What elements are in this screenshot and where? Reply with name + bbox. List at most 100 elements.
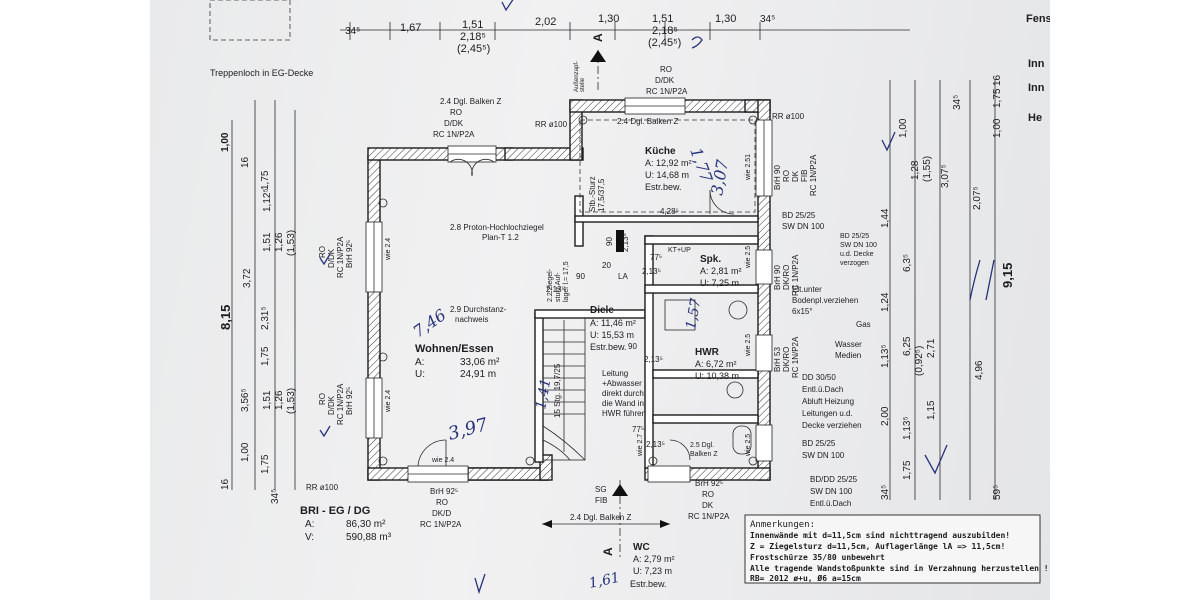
label: direkt durch [602,389,644,398]
label: BrH 53 [773,347,782,372]
label: FIB [595,496,607,505]
room-diele: Diele A: 11,46 m² U: 15,53 m Estr.bew. [590,305,636,352]
inner-dim: 20 [602,261,611,270]
dim-right: 2,07⁵ [972,186,983,210]
staircase [542,317,586,461]
label: BrH 92⁵ [695,479,723,488]
floor-summary: BRI - EG / DG A: 86,30 m² V: 590,88 m³ [300,505,392,543]
dim-top: 34⁵ [345,26,360,37]
room-area: A: 12,92 m² [645,158,692,168]
room-area: A: 2,79 m² [633,554,675,564]
label: wie 2.51 [745,154,752,181]
room-spk: Spk. A: 2,81 m² U: 7,25 m [700,254,742,288]
floor-area: 86,30 m² [346,519,386,530]
dim-right: 1,13⁵ [880,344,891,368]
label: wie 2.4 [385,238,392,261]
check-mark [319,253,331,266]
dim-right: 1,15 [926,400,937,420]
dim-right: 1,00 [898,118,909,138]
label: wie 2.7 [637,434,644,457]
stair-opening-outline [209,0,291,41]
column-marker [616,230,624,252]
label: wie 2.5 [745,434,752,457]
label: SW DN 100 [840,242,877,249]
label: sturz Auf- [555,272,562,302]
dim-left: 1,75 [260,346,271,366]
dim-right: 6,3⁵ [902,254,913,272]
dim-left: 1,51 [262,390,273,410]
top-dimension-chain: 34⁵ 1,67 1,51 2,18⁵ (2,45⁵) 2,02 1,30 1,… [340,13,910,55]
dim-right: 1,13⁵ [902,416,913,440]
room-area: A: 11,46 m² [590,318,636,328]
dim-right: 59⁵ [992,485,1003,500]
dim-right: 34⁵ [952,95,963,110]
label: RC 1N/P2A [336,383,345,425]
notes-line: Z = Ziegelsturz d=11,5cm, Auflagerlänge … [750,541,1005,551]
label: RC 1N/P2A [646,87,688,96]
check-mark [924,444,948,475]
label: Leitung [602,369,628,378]
room-perimeter: U: 14,68 m [645,170,689,180]
label: DK/RO [782,265,791,290]
label: D/DK [327,395,336,415]
label: BD 25/25 [782,211,816,220]
dim-left: 1,26 [274,390,285,410]
label: wie 2.4 [431,457,454,464]
dim-left: 1,00 [220,132,231,152]
label: u.d. Decke [840,251,874,258]
label: RC 1N/P2A [336,236,345,278]
room-wc: WC A: 2,79 m² U: 7,23 m Estr.bew. [630,542,675,589]
label: wie 2.5 [745,334,752,357]
dim-left: 1,12⁵ [262,188,273,212]
header-fragment: He [1028,112,1042,124]
dim-top: 1,51 [652,13,673,25]
floor-volume-label: V: [305,532,314,543]
dim-top: 2,02 [535,16,556,28]
label: 15 Stg. 19,7/25 [553,363,562,418]
label: Leitungen u.d. [802,409,853,418]
dim-right: 2,00 [880,406,891,426]
floor-volume: 590,88 m³ [346,532,392,543]
dim-left: 3,56⁵ [240,388,251,412]
label: BrH 90 [773,265,782,290]
label: RO [702,490,714,499]
label: BD/DD 25/25 [810,475,858,484]
dim-right: 4,96 [974,360,985,380]
openings [365,97,773,483]
handwritten-value: 1,41 [533,377,554,410]
label: 2.4 Dgl. Balken Z [570,513,631,522]
handwritten-value: 1,57 [683,297,704,331]
label: RC 1N/P2A [791,336,800,378]
inner-dim: 2,13⁵ [646,440,665,449]
handwritten-scribble [691,36,703,49]
dim-left: 1,75 [260,170,271,190]
section-marks: A A [542,33,670,560]
label: BD 25/25 [840,233,869,240]
annotations: 2.4 Dgl. Balken Z RO D/DK RC 1N/P2A RR ø… [306,61,877,529]
fixtures [378,115,758,466]
dim-left: 1,51 [262,232,273,252]
notes-line: Innenwände mit d=11,5cm sind nichttragen… [750,530,1010,540]
label: Bodenpl.verziehen [792,296,858,305]
notes-line: Frostschürze 35/80 unbewehrt [750,553,885,562]
inner-dim: 2,13⁵ [621,233,630,252]
dim-left: 1,75 [260,454,271,474]
label: wie 2.4 [385,390,392,413]
room-name: Wohnen/Essen [415,343,494,355]
dim-left: 2,31⁵ [260,306,271,330]
label: 2.9 Durchstanz- [450,305,507,314]
room-name: Diele [590,305,614,316]
handwritten-value: 3,97 [446,414,491,445]
header-fragment: Inn [1028,58,1045,70]
handwritten-value: 7,46 [409,305,449,341]
room-perimeter-label: U: [415,369,425,380]
dim-right: 9,15 [1000,263,1015,288]
dim-top: (2,45⁵) [457,43,490,55]
dim-right: 6,25 [902,336,913,356]
dim-right: 3,07⁵ [940,164,951,188]
inner-dim: 4,28⁵ [660,207,679,216]
dim-right: 16 [992,74,1003,86]
label: 2.2 Ziegel- [547,268,554,302]
label: die Wand in [602,399,644,408]
inner-dim: 77⁵ [650,253,662,262]
